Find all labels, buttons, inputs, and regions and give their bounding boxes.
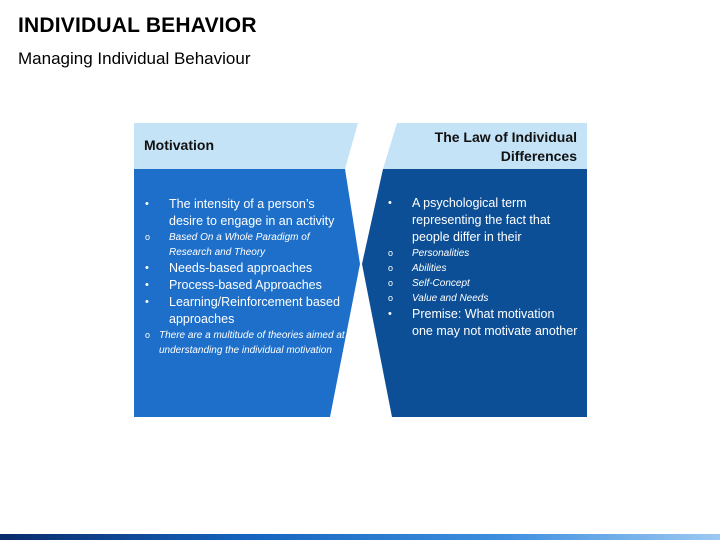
bullet-marker: •	[145, 279, 149, 291]
list-item: o Self-Concept	[388, 278, 470, 289]
right-body-shape	[362, 169, 587, 417]
left-header-shape	[134, 123, 358, 169]
list-item: o Value and Needs	[388, 293, 489, 304]
bullet-marker: •	[145, 198, 149, 210]
list-item: • Learning/Reinforcement based approache…	[145, 295, 340, 326]
list-item: • Process-based Approaches	[145, 278, 322, 292]
sub-bullet-marker: o	[388, 263, 394, 273]
list-item: o Based On a Whole Paradigm of Research …	[145, 232, 310, 258]
sub-bullet-marker: o	[145, 330, 151, 340]
left-header-label: Motivation	[144, 137, 214, 153]
bullet-marker: •	[388, 197, 392, 209]
right-header-label: The Law of Individual Differences	[420, 128, 577, 166]
left-panel-list: • The intensity of a person’s desire to …	[145, 196, 345, 358]
right-header-shape	[383, 123, 587, 169]
sub-bullet-marker: o	[145, 232, 151, 242]
page-subtitle: Managing Individual Behaviour	[18, 49, 251, 68]
bullet-marker: •	[145, 262, 149, 274]
page-title: INDIVIDUAL BEHAVIOR	[18, 14, 257, 37]
bullet-marker: •	[145, 296, 149, 308]
sub-bullet-marker: o	[388, 278, 394, 288]
sub-bullet-marker: o	[388, 293, 394, 303]
list-item: • Needs-based approaches	[145, 261, 313, 275]
list-item: • The intensity of a person’s desire to …	[145, 197, 335, 228]
list-item: • A psychological term representing the …	[388, 196, 551, 244]
list-item: o There are a multitude of theories aime…	[145, 330, 345, 356]
list-item: o Abilities	[388, 263, 447, 274]
right-header-line2: Differences	[500, 148, 577, 164]
left-body-shape	[134, 169, 360, 417]
sub-bullet-marker: o	[388, 248, 394, 258]
bullet-marker: •	[388, 308, 392, 320]
footer-gradient-bar	[0, 534, 720, 540]
list-item: • Premise: What motivation one may not m…	[388, 307, 578, 338]
list-item: o Personalities	[388, 248, 470, 259]
right-panel-list: • A psychological term representing the …	[388, 195, 578, 340]
right-header-line1: The Law of Individual	[434, 129, 577, 145]
